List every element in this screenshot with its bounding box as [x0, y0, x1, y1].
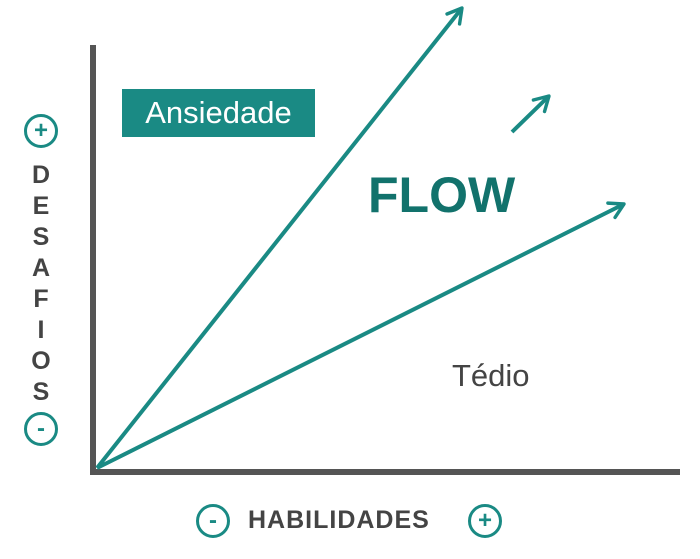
- y-axis-plus-icon: +: [24, 114, 58, 148]
- y-axis-title-letter: D: [31, 161, 51, 189]
- y-axis-title-letter: A: [31, 254, 51, 282]
- flow-label: FLOW: [368, 167, 516, 223]
- x-axis-title: HABILIDADES: [248, 506, 430, 534]
- upper-flow-boundary-arrow: [95, 6, 464, 470]
- anxiety-label: Ansiedade: [122, 89, 315, 137]
- y-axis-title-letter: O: [31, 347, 51, 375]
- y-axis-title-letter: E: [32, 192, 50, 220]
- y-axis-title-letter: I: [37, 316, 45, 344]
- y-axis-title-letter: S: [32, 378, 50, 406]
- flow-direction-arrow: [510, 94, 551, 134]
- y-axis-minus-icon: -: [24, 412, 58, 446]
- x-axis-plus-icon: +: [468, 504, 502, 538]
- y-axis-title-letter: S: [32, 223, 50, 251]
- x-axis-minus-icon: -: [196, 504, 230, 538]
- lower-flow-boundary-arrow: [96, 201, 626, 470]
- y-axis-title-letter: F: [33, 285, 49, 313]
- boredom-label: Tédio: [452, 358, 530, 393]
